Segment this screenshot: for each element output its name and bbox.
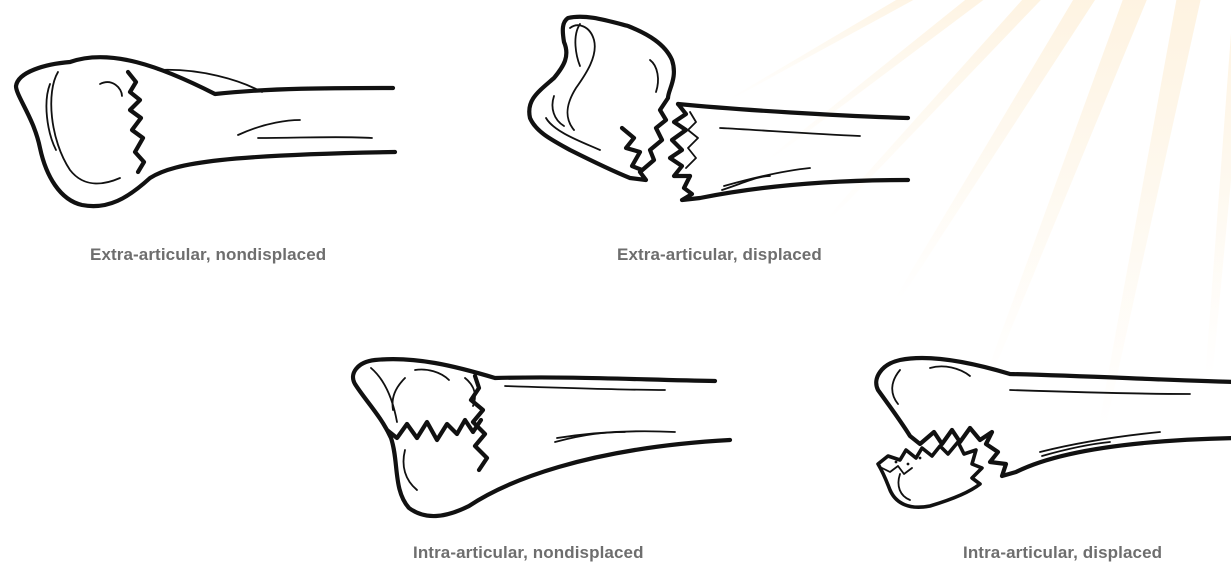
bone-illustration-intra-displaced xyxy=(860,340,1231,565)
bone-illustration-extra-nondisplaced xyxy=(0,0,420,240)
bone-illustration-extra-displaced xyxy=(510,0,940,270)
panel-extra-articular-nondisplaced: Extra-articular, nondisplaced xyxy=(0,0,420,240)
caption-extra-displaced: Extra-articular, displaced xyxy=(617,245,822,265)
caption-intra-displaced: Intra-articular, displaced xyxy=(963,543,1162,563)
bone-illustration-intra-nondisplaced xyxy=(345,340,765,565)
caption-intra-nondisplaced: Intra-articular, nondisplaced xyxy=(413,543,644,563)
panel-intra-articular-displaced: Intra-articular, displaced xyxy=(860,340,1231,565)
panel-intra-articular-nondisplaced: Intra-articular, nondisplaced xyxy=(345,340,765,565)
caption-extra-nondisplaced: Extra-articular, nondisplaced xyxy=(90,245,326,265)
panel-extra-articular-displaced: Extra-articular, displaced xyxy=(510,0,940,270)
